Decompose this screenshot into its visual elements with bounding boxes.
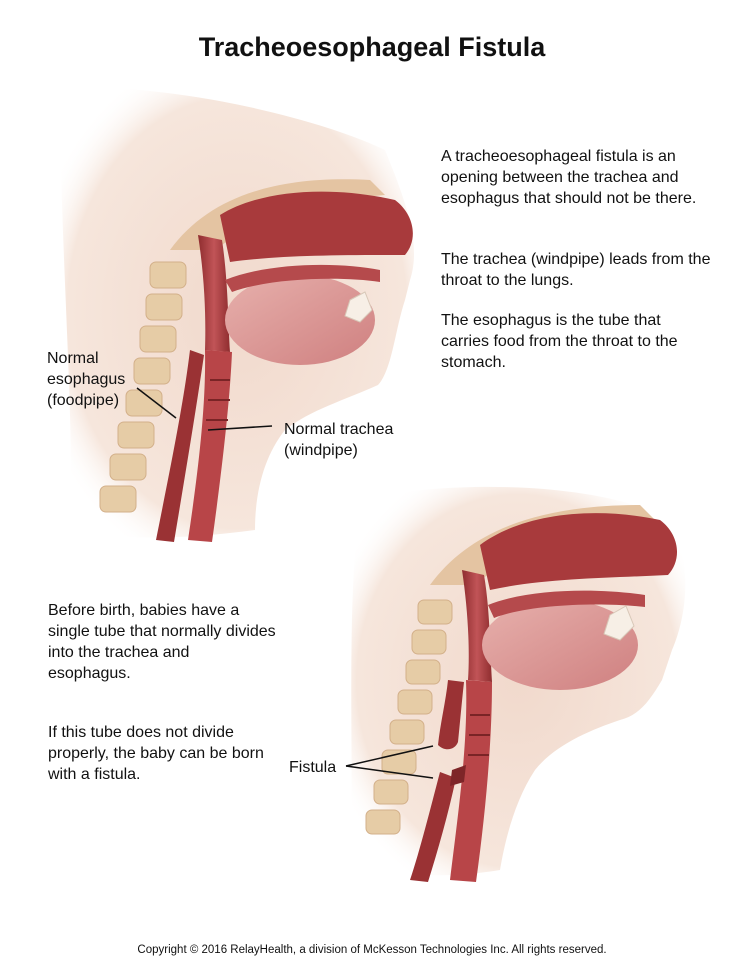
normal-anatomy-illustration (60, 88, 415, 542)
lower-esophageal-pouch (438, 680, 464, 750)
lower-spine (365, 599, 453, 835)
trachea-leader-line (207, 425, 273, 431)
intro-paragraph-definition: A tracheoesophageal fistula is an openin… (441, 148, 697, 207)
upper-palate (225, 264, 380, 292)
lower-teeth (603, 605, 635, 641)
upper-pharynx (198, 235, 230, 352)
lower-esophagus (410, 772, 456, 882)
label-normal-esophagus-line-3: (foodpipe) (47, 392, 120, 409)
label-normal-esophagus-line-1: Normal (47, 350, 99, 367)
page-title: Tracheoesophageal Fistula (198, 32, 546, 62)
label-normal-trachea-line-1: Normal trachea (284, 421, 394, 438)
birth-paragraph-single-tube: Before birth, babies have a single tube … (48, 602, 276, 682)
lower-trachea (450, 680, 492, 882)
lower-nasal-cavity (480, 513, 678, 590)
lower-tongue (482, 600, 638, 690)
label-fistula: Fistula (289, 759, 337, 776)
label-normal-esophagus-line-2: esophagus (47, 371, 126, 388)
upper-teeth (344, 291, 373, 323)
fistula-leader-line-lower (345, 765, 434, 779)
intro-paragraph-esophagus: The esophagus is the tube that carries f… (441, 312, 678, 371)
lower-palate (488, 590, 645, 618)
leader-lines (136, 387, 434, 779)
upper-spine (99, 261, 187, 513)
fistula-leader-line-upper (345, 745, 434, 767)
upper-nasal-cavity (220, 191, 413, 262)
birth-paragraph-fistula: If this tube does not divide properly, t… (48, 724, 264, 783)
fistula-anatomy-illustration (350, 486, 686, 882)
copyright-footer: Copyright © 2016 RelayHealth, a division… (137, 944, 607, 956)
upper-esophagus (156, 350, 204, 542)
label-normal-trachea-line-2: (windpipe) (284, 442, 358, 459)
label-normal-esophagus: Normal esophagus (foodpipe) (47, 348, 125, 411)
fistula-connection (450, 765, 466, 786)
esophagus-leader-line (136, 387, 177, 419)
upper-tongue (225, 275, 375, 365)
label-normal-trachea: Normal trachea (windpipe) (284, 419, 393, 461)
upper-trachea (188, 350, 232, 542)
intro-paragraph-trachea: The trachea (windpipe) leads from the th… (441, 251, 711, 289)
